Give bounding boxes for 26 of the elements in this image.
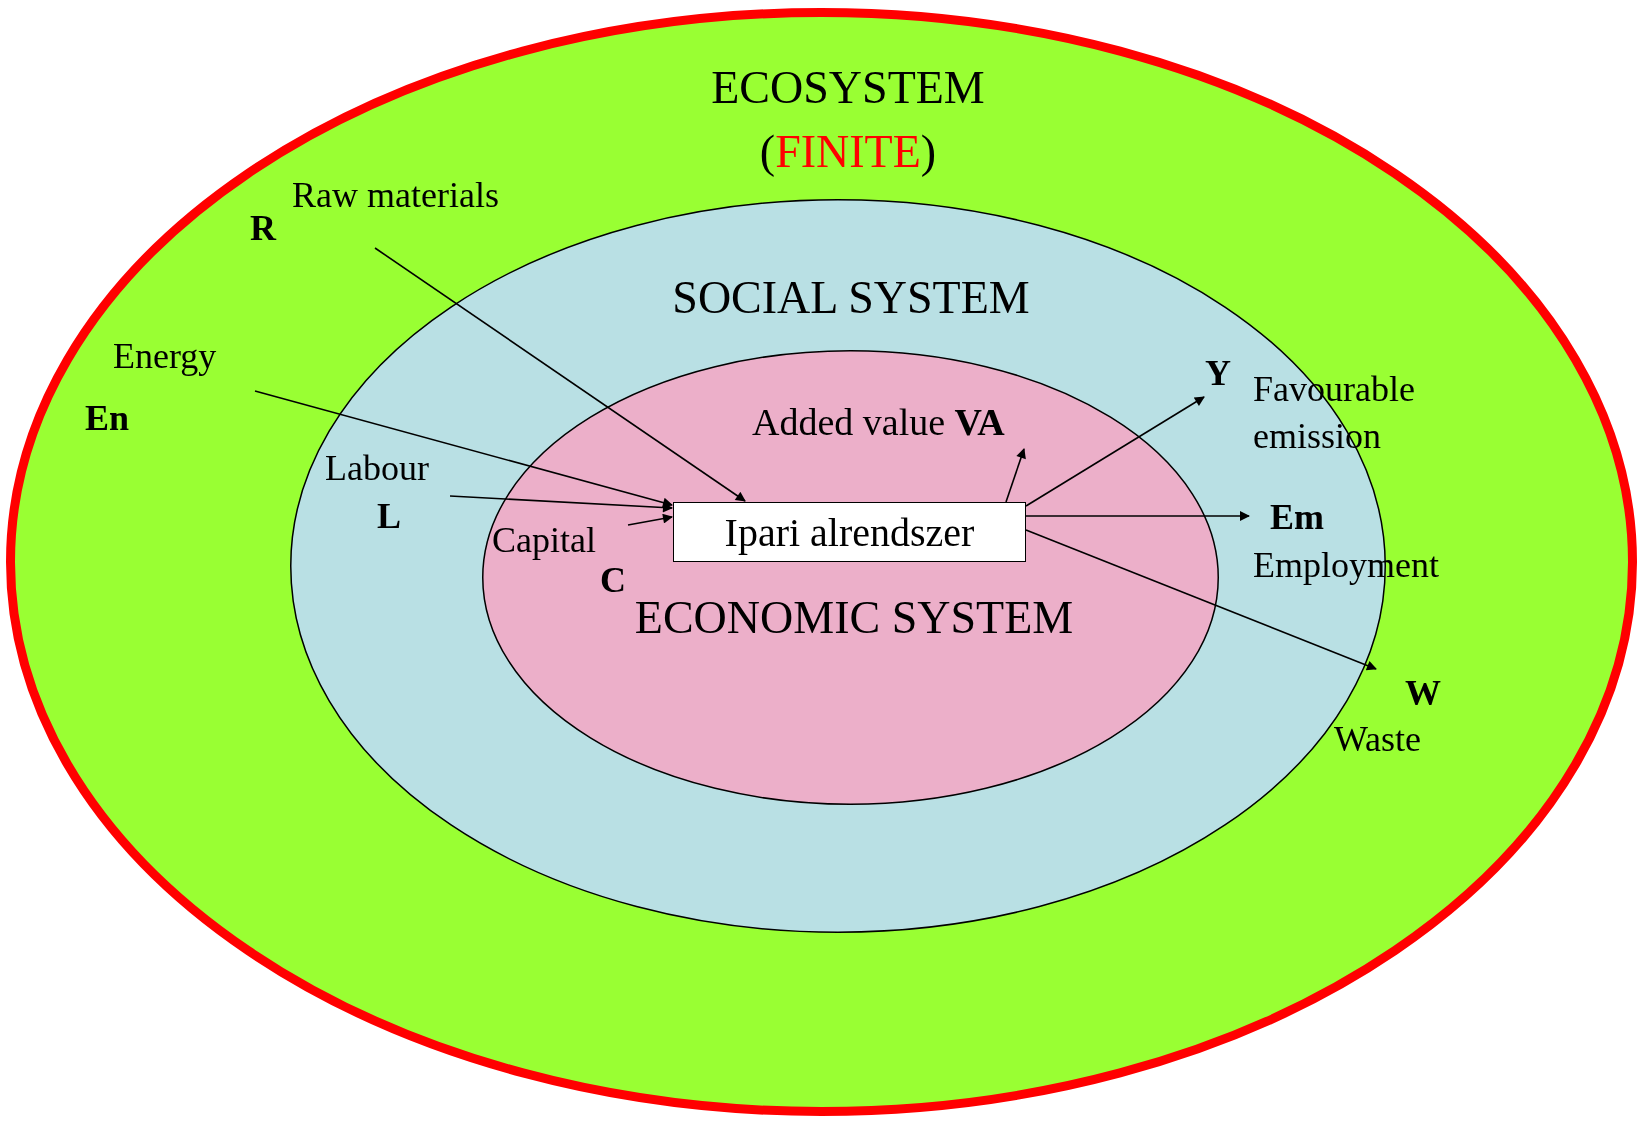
arrow: [449, 495, 673, 513]
flow-label: Added value VA: [752, 400, 1005, 445]
symbol-label: Em: [1270, 496, 1324, 539]
flow-label: Capital: [492, 519, 596, 562]
flow-label: Energy: [113, 335, 217, 378]
process-box: Ipari alrendszer: [673, 502, 1026, 562]
symbol-label: R: [250, 207, 276, 250]
arrow: [254, 390, 673, 508]
system-title: (FINITE): [759, 125, 937, 179]
symbol-label: En: [85, 397, 130, 440]
symbol-label: Y: [1205, 352, 1231, 395]
arrow: [627, 513, 673, 526]
system-title: ECOSYSTEM: [711, 61, 985, 115]
symbol-label: L: [377, 495, 401, 538]
system-title: SOCIAL SYSTEM: [672, 271, 1030, 325]
arrow: [1025, 529, 1377, 671]
arrow: [1025, 396, 1205, 507]
arrow: [1005, 448, 1026, 503]
flow-label: Waste: [1334, 718, 1422, 761]
flow-label: Raw materials: [292, 174, 499, 217]
arrow: [374, 247, 746, 502]
symbol-label: C: [600, 559, 626, 602]
system-title: ECONOMIC SYSTEM: [634, 591, 1074, 645]
flow-label: Labour: [325, 447, 429, 490]
symbol-label: W: [1405, 672, 1441, 715]
arrow: [1025, 511, 1250, 521]
